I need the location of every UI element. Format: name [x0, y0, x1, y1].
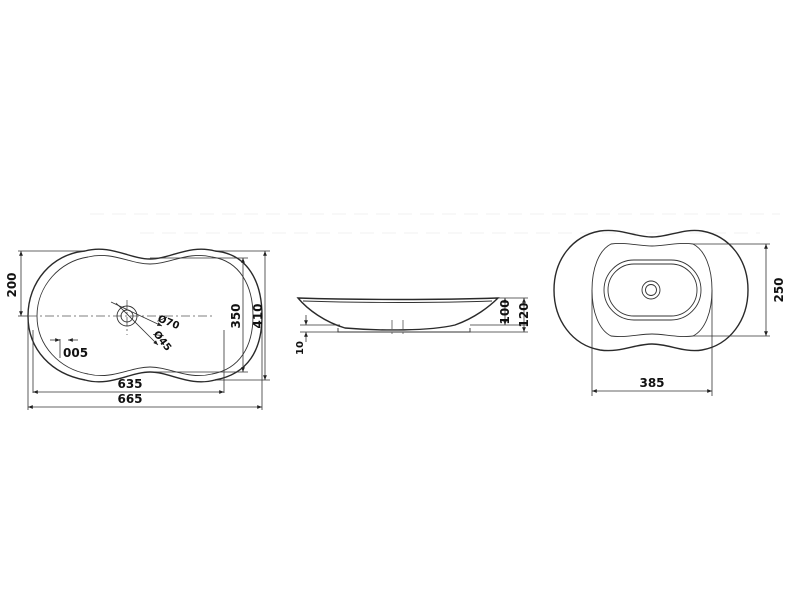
dim-250-label: 250: [772, 277, 786, 302]
basin-side-profile: [296, 297, 500, 331]
basin-foot: [603, 259, 702, 321]
dim-120-label: 120: [517, 302, 531, 327]
dim-665-label: 665: [117, 392, 142, 406]
dim-200-label: 200: [5, 272, 19, 297]
bottom-view: 250 385: [553, 229, 786, 396]
dim-385-label: 385: [639, 376, 664, 390]
top-view: 200 350 410 635 665 005 Ø70 Ø45: [5, 248, 270, 410]
basin-bottom-outer: [553, 229, 749, 352]
bottom-drain-icon: [641, 280, 661, 300]
dim-10-label: 10: [295, 341, 306, 355]
basin-inner-rim: [36, 255, 254, 376]
dim-005-label: 005: [63, 346, 88, 360]
dim-635-label: 635: [117, 377, 142, 391]
basin-bottom-ring: [591, 243, 713, 337]
dim-410-label: 410: [251, 303, 265, 328]
dim-100-label: 100: [498, 299, 512, 324]
side-view: 100 120 10: [295, 297, 531, 355]
drain-icon: [116, 305, 138, 327]
background-dashes: [90, 213, 780, 234]
dim-350-label: 350: [229, 303, 243, 328]
basin-outer-rim: [27, 248, 263, 383]
